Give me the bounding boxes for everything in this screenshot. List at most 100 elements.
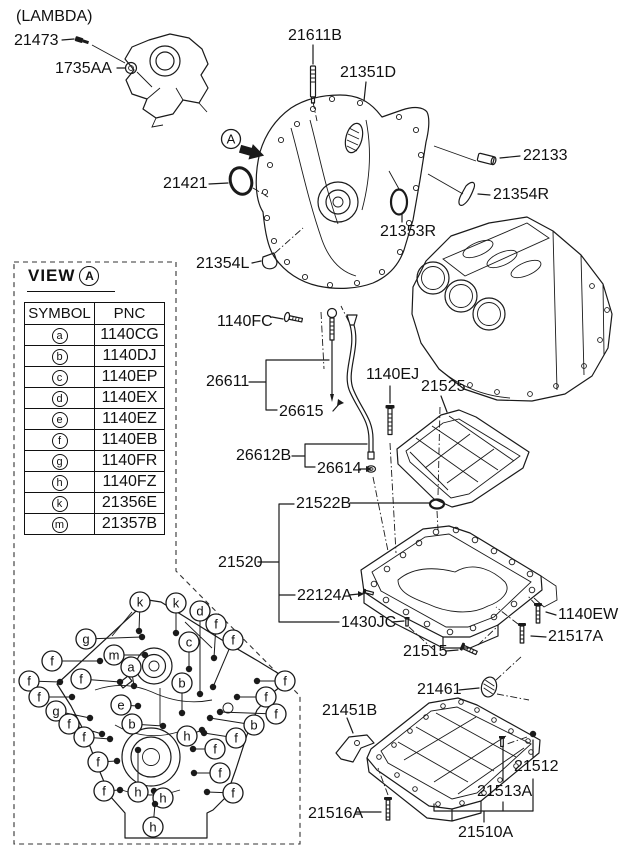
view-a-callout-f: f [73, 726, 114, 748]
svg-text:b: b [178, 675, 185, 690]
view-a-callout-k: k [129, 591, 151, 635]
pnc-value-1140EX: 1140EX [94, 387, 165, 409]
svg-text:f: f [231, 785, 235, 800]
water-pump-drawing [124, 33, 209, 128]
svg-text:c: c [186, 634, 193, 649]
view-a-marker-letter: A [227, 132, 236, 147]
bolt-21515-drawing [459, 642, 478, 656]
install-direction-lines [388, 145, 477, 195]
view-a-callout-m: m [103, 644, 149, 666]
view-a-callout-f: f [87, 751, 121, 773]
part-label-26611: 26611 [206, 373, 250, 390]
view-a-callout-f: f [209, 629, 244, 691]
svg-text:a: a [127, 659, 135, 674]
symbol-badge-h: h [51, 475, 68, 491]
bolt-21473-drawing [74, 36, 90, 45]
lower-oil-pan-21510A-drawing [366, 697, 541, 822]
bolt-21516A-drawing [384, 797, 392, 821]
view-a-callout-f: f [200, 727, 247, 749]
symbol-cell: e [24, 408, 95, 430]
dowel-pin-22133-drawing [476, 152, 497, 166]
svg-text:k: k [173, 595, 180, 610]
view-a-callout-h: h [127, 746, 149, 803]
view-a-callout-f: f [41, 650, 104, 672]
svg-text:e: e [117, 697, 124, 712]
symbol-badge-e: e [51, 412, 68, 428]
view-a-callout-f: f [28, 686, 76, 708]
svg-text:f: f [27, 673, 31, 688]
engine-variant-label: (LAMBDA) [16, 8, 93, 25]
upper-oil-pan-21520-drawing [360, 525, 558, 649]
part-label-21512: 21512 [514, 758, 559, 775]
bracket-21451B-drawing [335, 734, 375, 763]
view-a-callout-f: f [190, 762, 231, 784]
symbol-badge-a: a [51, 328, 68, 344]
symbol-cell: c [24, 366, 95, 388]
pnc-value-1140EZ: 1140EZ [94, 408, 165, 430]
symbol-badge-g: g [51, 454, 68, 470]
view-a-callout-e: e [110, 694, 142, 716]
bolt-1140FC-drawing [283, 311, 304, 323]
view-a-region-border [13, 261, 301, 845]
svg-text:f: f [264, 689, 268, 704]
part-label-21515: 21515 [403, 643, 448, 660]
part-label-26615: 26615 [279, 403, 324, 420]
svg-text:f: f [234, 730, 238, 745]
pnc-value-1140EB: 1140EB [94, 429, 165, 451]
part-label-21516A: 21516A [308, 805, 364, 822]
svg-text:f: f [214, 616, 218, 631]
svg-text:f: f [50, 653, 54, 668]
part-label-21354R: 21354R [493, 186, 550, 203]
part-label-1140FC: 1140FC [217, 313, 273, 330]
view-a-callout-c: c [178, 631, 200, 673]
svg-text:g: g [82, 631, 89, 646]
view-a-callout-f: f [253, 670, 296, 692]
svg-text:f: f [274, 706, 278, 721]
svg-text:f: f [283, 673, 287, 688]
view-a-callout-g: g [75, 628, 146, 650]
part-label-21611B: 21611B [288, 27, 342, 44]
plug-21461-drawing [480, 676, 498, 698]
pnc-value-1140FR: 1140FR [94, 450, 165, 472]
view-a-callout-f: f [203, 782, 244, 804]
svg-text:f: f [37, 689, 41, 704]
oring-21522B-drawing [428, 498, 446, 510]
view-a-callout-b: b [171, 672, 193, 717]
view-a-marker: A [220, 128, 265, 160]
view-a-callout-f: f [233, 686, 277, 708]
part-label-22124A: 22124A [297, 587, 353, 604]
pnc-value-1140EP: 1140EP [94, 366, 165, 388]
part-label-21517A: 21517A [548, 628, 604, 645]
view-a-callout-b: b [206, 714, 265, 736]
view-title-text: VIEW [28, 266, 76, 285]
symbol-badge-k: k [51, 496, 68, 512]
part-label-21461: 21461 [417, 681, 462, 698]
svg-text:h: h [149, 819, 156, 834]
svg-text:h: h [134, 784, 141, 799]
symbol-cell: m [24, 513, 95, 535]
view-a-callout-k: k [165, 592, 187, 637]
part-label-21353R: 21353R [380, 223, 437, 240]
symbol-cell: h [24, 471, 95, 493]
symbol-cell: k [24, 492, 95, 514]
oil-level-gauge-rod-drawing [326, 307, 338, 402]
part-label-21421: 21421 [163, 175, 208, 192]
part-label-26612B: 26612B [236, 447, 292, 464]
part-label-21525: 21525 [421, 378, 466, 395]
svg-text:f: f [218, 765, 222, 780]
svg-text:d: d [196, 603, 203, 618]
bolt-1140EJ-drawing [385, 405, 395, 436]
symbol-cell: b [24, 345, 95, 367]
view-a-callout-f: f [216, 703, 287, 725]
svg-text:b: b [250, 717, 257, 732]
view-a-callout-d: d [189, 600, 211, 698]
